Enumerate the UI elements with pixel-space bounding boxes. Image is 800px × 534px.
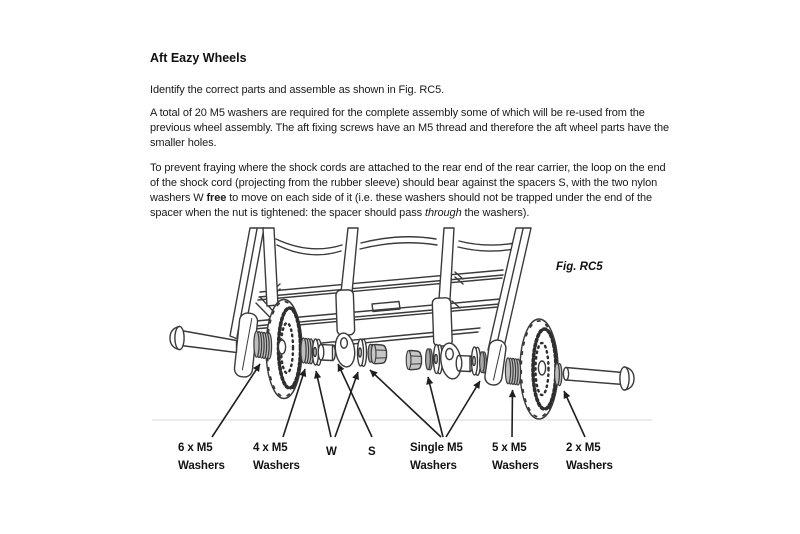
part-label-line2: Washers — [253, 459, 300, 472]
spacer-s-left — [317, 343, 337, 362]
part-label-5xm5: 5 x M5 Washers — [492, 440, 539, 475]
figure-caption: Fig. RC5 — [556, 261, 603, 273]
part-label-line1: 6 x M5 — [178, 442, 213, 454]
part-label-line2: Washers — [492, 459, 539, 472]
washer-stack-2xm5 — [553, 362, 563, 387]
part-label-6xm5: 6 x M5 Washers — [178, 440, 225, 475]
page-title: Aft Eazy Wheels — [150, 51, 247, 65]
nut-right — [405, 349, 423, 371]
arrow-2xm5 — [563, 390, 586, 438]
single-m5-washer-right-2 — [479, 351, 488, 374]
paragraph-washer-count: A total of 20 M5 washers are required fo… — [150, 107, 670, 149]
arrow-6xm5 — [211, 363, 261, 438]
paragraph-shock-cord: To prevent fraying where the shock cords… — [150, 161, 670, 221]
arrow-single-3 — [445, 380, 481, 438]
part-label-line1: 5 x M5 — [492, 442, 527, 454]
part-label-w: W — [326, 444, 337, 462]
right-dropout-plate — [484, 339, 507, 386]
part-label-line1: W — [326, 446, 337, 458]
carrier-frame — [229, 227, 532, 386]
paragraph-3-middle: to move on each side of it (i.e. these w… — [150, 192, 653, 219]
part-label-s: S — [368, 444, 376, 462]
paragraph-3-lead: To prevent fraying where the shock cords… — [150, 162, 666, 204]
part-label-line1: S — [368, 446, 376, 458]
nylon-washer-right-b — [470, 346, 482, 376]
part-label-line1: 4 x M5 — [253, 442, 288, 454]
arrow-5xm5 — [508, 389, 517, 438]
frame-strut-middle-right — [438, 227, 455, 301]
shock-cord-eye-left — [334, 332, 356, 368]
right-axle-bolt — [562, 366, 635, 391]
arrow-s — [337, 363, 373, 438]
arrow-w-left — [314, 370, 332, 438]
part-label-line2: Washers — [566, 459, 613, 472]
single-m5-washer-right-1 — [425, 348, 434, 371]
part-label-4xm5: 4 x M5 Washers — [253, 440, 300, 475]
nylon-washer-w-right — [356, 338, 368, 367]
part-label-line2: Washers — [410, 459, 457, 472]
rubber-sleeve-right — [431, 297, 453, 347]
left-axle-bolt — [169, 325, 238, 354]
part-label-line2: Washers — [178, 459, 225, 472]
nut-left — [370, 343, 388, 365]
paragraph-3-italic: through — [424, 207, 462, 219]
paragraph-3-tail: the washers). — [461, 207, 530, 219]
pointer-arrows — [211, 363, 586, 438]
arrow-w-right — [334, 371, 359, 438]
part-label-2xm5: 2 x M5 Washers — [566, 440, 613, 475]
part-label-single-m5: Single M5 Washers — [410, 440, 463, 475]
spacer-s-right — [455, 354, 474, 373]
part-label-line1: Single M5 — [410, 442, 463, 454]
washer-stack-6xm5 — [253, 330, 273, 360]
paragraph-identify: Identify the correct parts and assemble … — [150, 84, 445, 96]
frame-strut-left — [262, 227, 279, 307]
right-wheel — [519, 318, 559, 420]
arrow-single-2 — [426, 376, 444, 438]
part-label-line1: 2 x M5 — [566, 442, 601, 454]
washer-stack-4xm5 — [300, 337, 315, 365]
paragraph-3-bold: free — [206, 192, 227, 204]
washer-stack-5xm5 — [504, 357, 522, 386]
rubber-sleeve-left — [335, 289, 356, 336]
arrow-4xm5 — [282, 368, 307, 438]
arrow-single-1 — [369, 369, 442, 438]
